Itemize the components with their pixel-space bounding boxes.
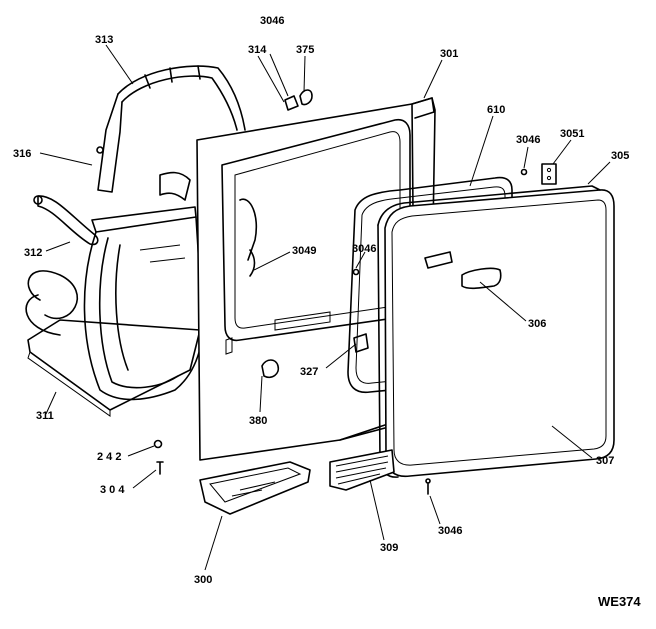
screws [153, 168, 528, 495]
label-306: 306 [528, 318, 546, 330]
door-outer-panel [377, 185, 615, 478]
label-314: 314 [248, 44, 267, 56]
door-switch [249, 249, 369, 379]
label-309: 309 [380, 542, 398, 554]
seal-312 [33, 195, 99, 246]
label-304: 3 0 4 [100, 484, 125, 496]
label-313: 313 [95, 34, 113, 46]
label-610: 610 [487, 104, 505, 116]
label-3046-mid: 3046 [352, 243, 376, 255]
control-console-300 [199, 461, 311, 515]
label-311: 311 [36, 410, 54, 422]
top-frame-313 [96, 65, 246, 201]
label-301: 301 [440, 48, 458, 60]
label-327: 327 [300, 366, 318, 378]
lamp-assembly [284, 89, 313, 111]
drum-gasket [25, 270, 79, 336]
label-3051: 3051 [560, 128, 584, 140]
label-380: 380 [249, 415, 267, 427]
label-307: 307 [596, 455, 614, 467]
label-316: 316 [13, 148, 31, 160]
label-3046-bottom: 3046 [438, 525, 462, 537]
leader-lines [39, 44, 611, 571]
label-312: 312 [24, 247, 42, 259]
label-3046-top: 3046 [260, 15, 284, 27]
label-3046-right: 3046 [516, 134, 540, 146]
front-bulkhead [83, 206, 205, 401]
label-305: 305 [611, 150, 629, 162]
label-375: 375 [296, 44, 314, 56]
lint-grille-309 [329, 449, 395, 491]
diagram-code: WE374 [598, 594, 641, 609]
label-3049: 3049 [292, 245, 316, 257]
hinge-3051 [541, 163, 557, 185]
label-300: 300 [194, 574, 212, 586]
label-242: 2 4 2 [97, 451, 121, 463]
part-labels: 3046 313 314 375 301 610 3046 3051 305 3… [13, 15, 629, 586]
base-panel [27, 319, 201, 417]
